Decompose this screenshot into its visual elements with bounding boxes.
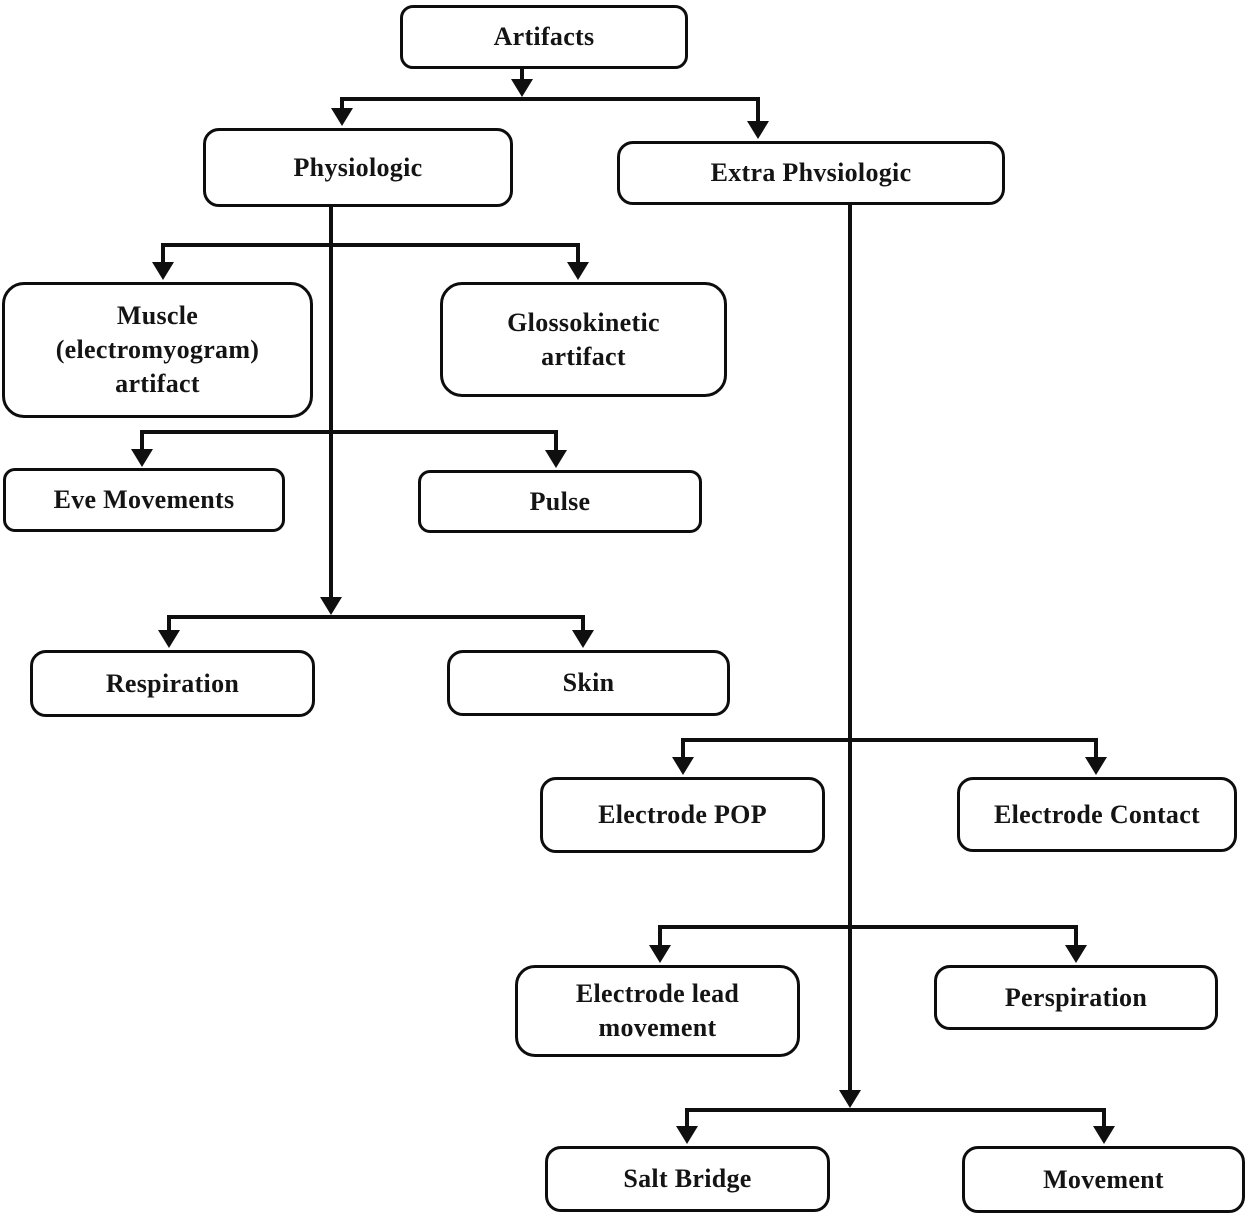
node-skin: Skin (447, 650, 730, 716)
arrowhead-icon (567, 262, 589, 280)
node-respiration-label: Respiration (105, 668, 240, 698)
node-eye-movements: Eve Movements (3, 468, 285, 532)
arrowhead-icon (511, 79, 533, 97)
arrowhead-icon (152, 262, 174, 280)
node-artifacts: Artifacts (400, 5, 688, 69)
node-movement-label: Movement (1043, 1164, 1164, 1194)
arrowhead-icon (320, 597, 342, 615)
node-movement: Movement (962, 1146, 1245, 1213)
node-electrode-lead-movement: Electrode lead movement (515, 965, 800, 1057)
arrowhead-icon (649, 945, 671, 963)
node-artifacts-label: Artifacts (493, 22, 595, 52)
arrowhead-icon (676, 1126, 698, 1144)
node-respiration: Respiration (30, 650, 315, 717)
arrowhead-icon (1093, 1126, 1115, 1144)
arrowhead-icon (672, 757, 694, 775)
arrowhead-icon (131, 449, 153, 467)
arrowhead-icon (839, 1090, 861, 1108)
node-skin-label: Skin (562, 668, 615, 698)
node-salt-bridge-label: Salt Bridge (623, 1164, 752, 1194)
node-electrode-contact: Electrode Contact (957, 777, 1237, 852)
node-extra-physiologic: Extra Phvsiologic (617, 141, 1005, 205)
node-pulse: Pulse (418, 470, 702, 533)
node-electrode-pop-label: Electrode POP (598, 800, 767, 830)
arrowhead-icon (158, 630, 180, 648)
arrowhead-icon (747, 121, 769, 139)
node-extra-physiologic-label: Extra Phvsiologic (710, 158, 912, 188)
arrowhead-icon (1085, 757, 1107, 775)
node-pulse-label: Pulse (529, 486, 591, 516)
node-muscle-artifact: Muscle (electromyogram) artifact (2, 282, 313, 418)
node-salt-bridge: Salt Bridge (545, 1146, 830, 1212)
arrowhead-icon (545, 450, 567, 468)
node-electrode-lead-movement-label: Electrode lead movement (575, 979, 740, 1042)
arrowhead-icon (1065, 945, 1087, 963)
arrowhead-icon (572, 630, 594, 648)
node-physiologic: Physiologic (203, 128, 513, 207)
node-electrode-pop: Electrode POP (540, 777, 825, 853)
node-eye-movements-label: Eve Movements (53, 485, 235, 515)
node-perspiration-label: Perspiration (1004, 982, 1148, 1012)
node-physiologic-label: Physiologic (293, 152, 423, 182)
node-muscle-artifact-label: Muscle (electromyogram) artifact (55, 301, 260, 398)
node-glossokinetic-artifact-label: Glossokinetic artifact (507, 307, 660, 371)
node-perspiration: Perspiration (934, 965, 1218, 1030)
arrowhead-icon (331, 108, 353, 126)
node-electrode-contact-label: Electrode Contact (993, 799, 1201, 829)
node-glossokinetic-artifact: Glossokinetic artifact (440, 282, 727, 397)
